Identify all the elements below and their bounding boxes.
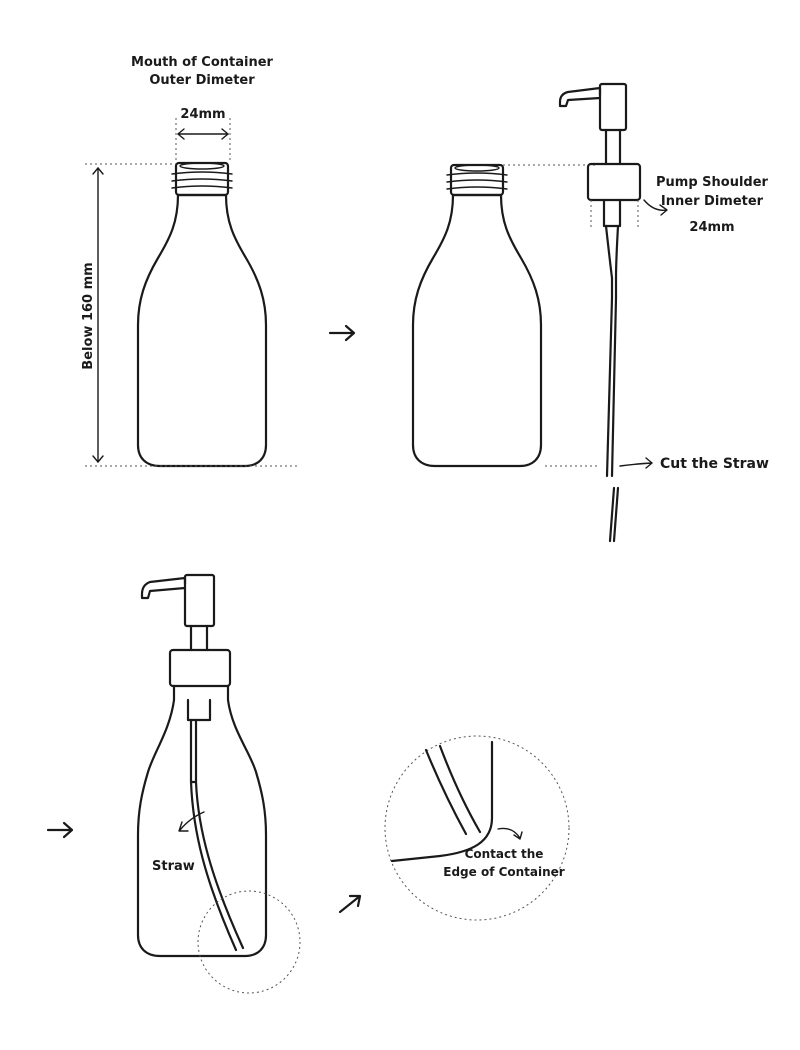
step1-dimension-guides — [85, 118, 300, 467]
pump-label-line1: Pump Shoulder — [656, 175, 769, 190]
straw-arrow-icon — [178, 811, 205, 832]
pump-label-line2: Inner Dimeter — [661, 194, 764, 209]
height-label: Below 160 mm — [81, 262, 96, 369]
mouth-label-line1: Mouth of Container — [131, 55, 273, 70]
arrow-right-icon — [46, 821, 74, 839]
arrow-up-right-icon — [338, 894, 362, 914]
cut-arrow-icon — [619, 457, 653, 469]
step2-bottle — [411, 163, 598, 468]
mouth-size-label: 24mm — [180, 107, 225, 122]
pump-callout-arrow-icon — [643, 199, 668, 216]
mouth-label-line2: Outer Dimeter — [149, 73, 255, 88]
detail-highlight-circle — [197, 890, 301, 994]
contact-arrow-icon — [497, 827, 523, 840]
detail-magnified-view — [390, 740, 494, 863]
arrow-right-icon — [328, 324, 356, 342]
pump-size-label: 24mm — [689, 220, 734, 235]
step1-bottle — [136, 161, 268, 468]
straw-label: Straw — [152, 859, 195, 874]
cut-straw-label: Cut the Straw — [660, 456, 769, 472]
step2-pump — [558, 82, 642, 543]
step3-assembled-bottle — [136, 573, 268, 958]
contact-label-line2: Edge of Container — [443, 865, 565, 879]
detail-magnified-circle — [384, 735, 570, 921]
contact-label-line1: Contact the — [465, 847, 544, 861]
